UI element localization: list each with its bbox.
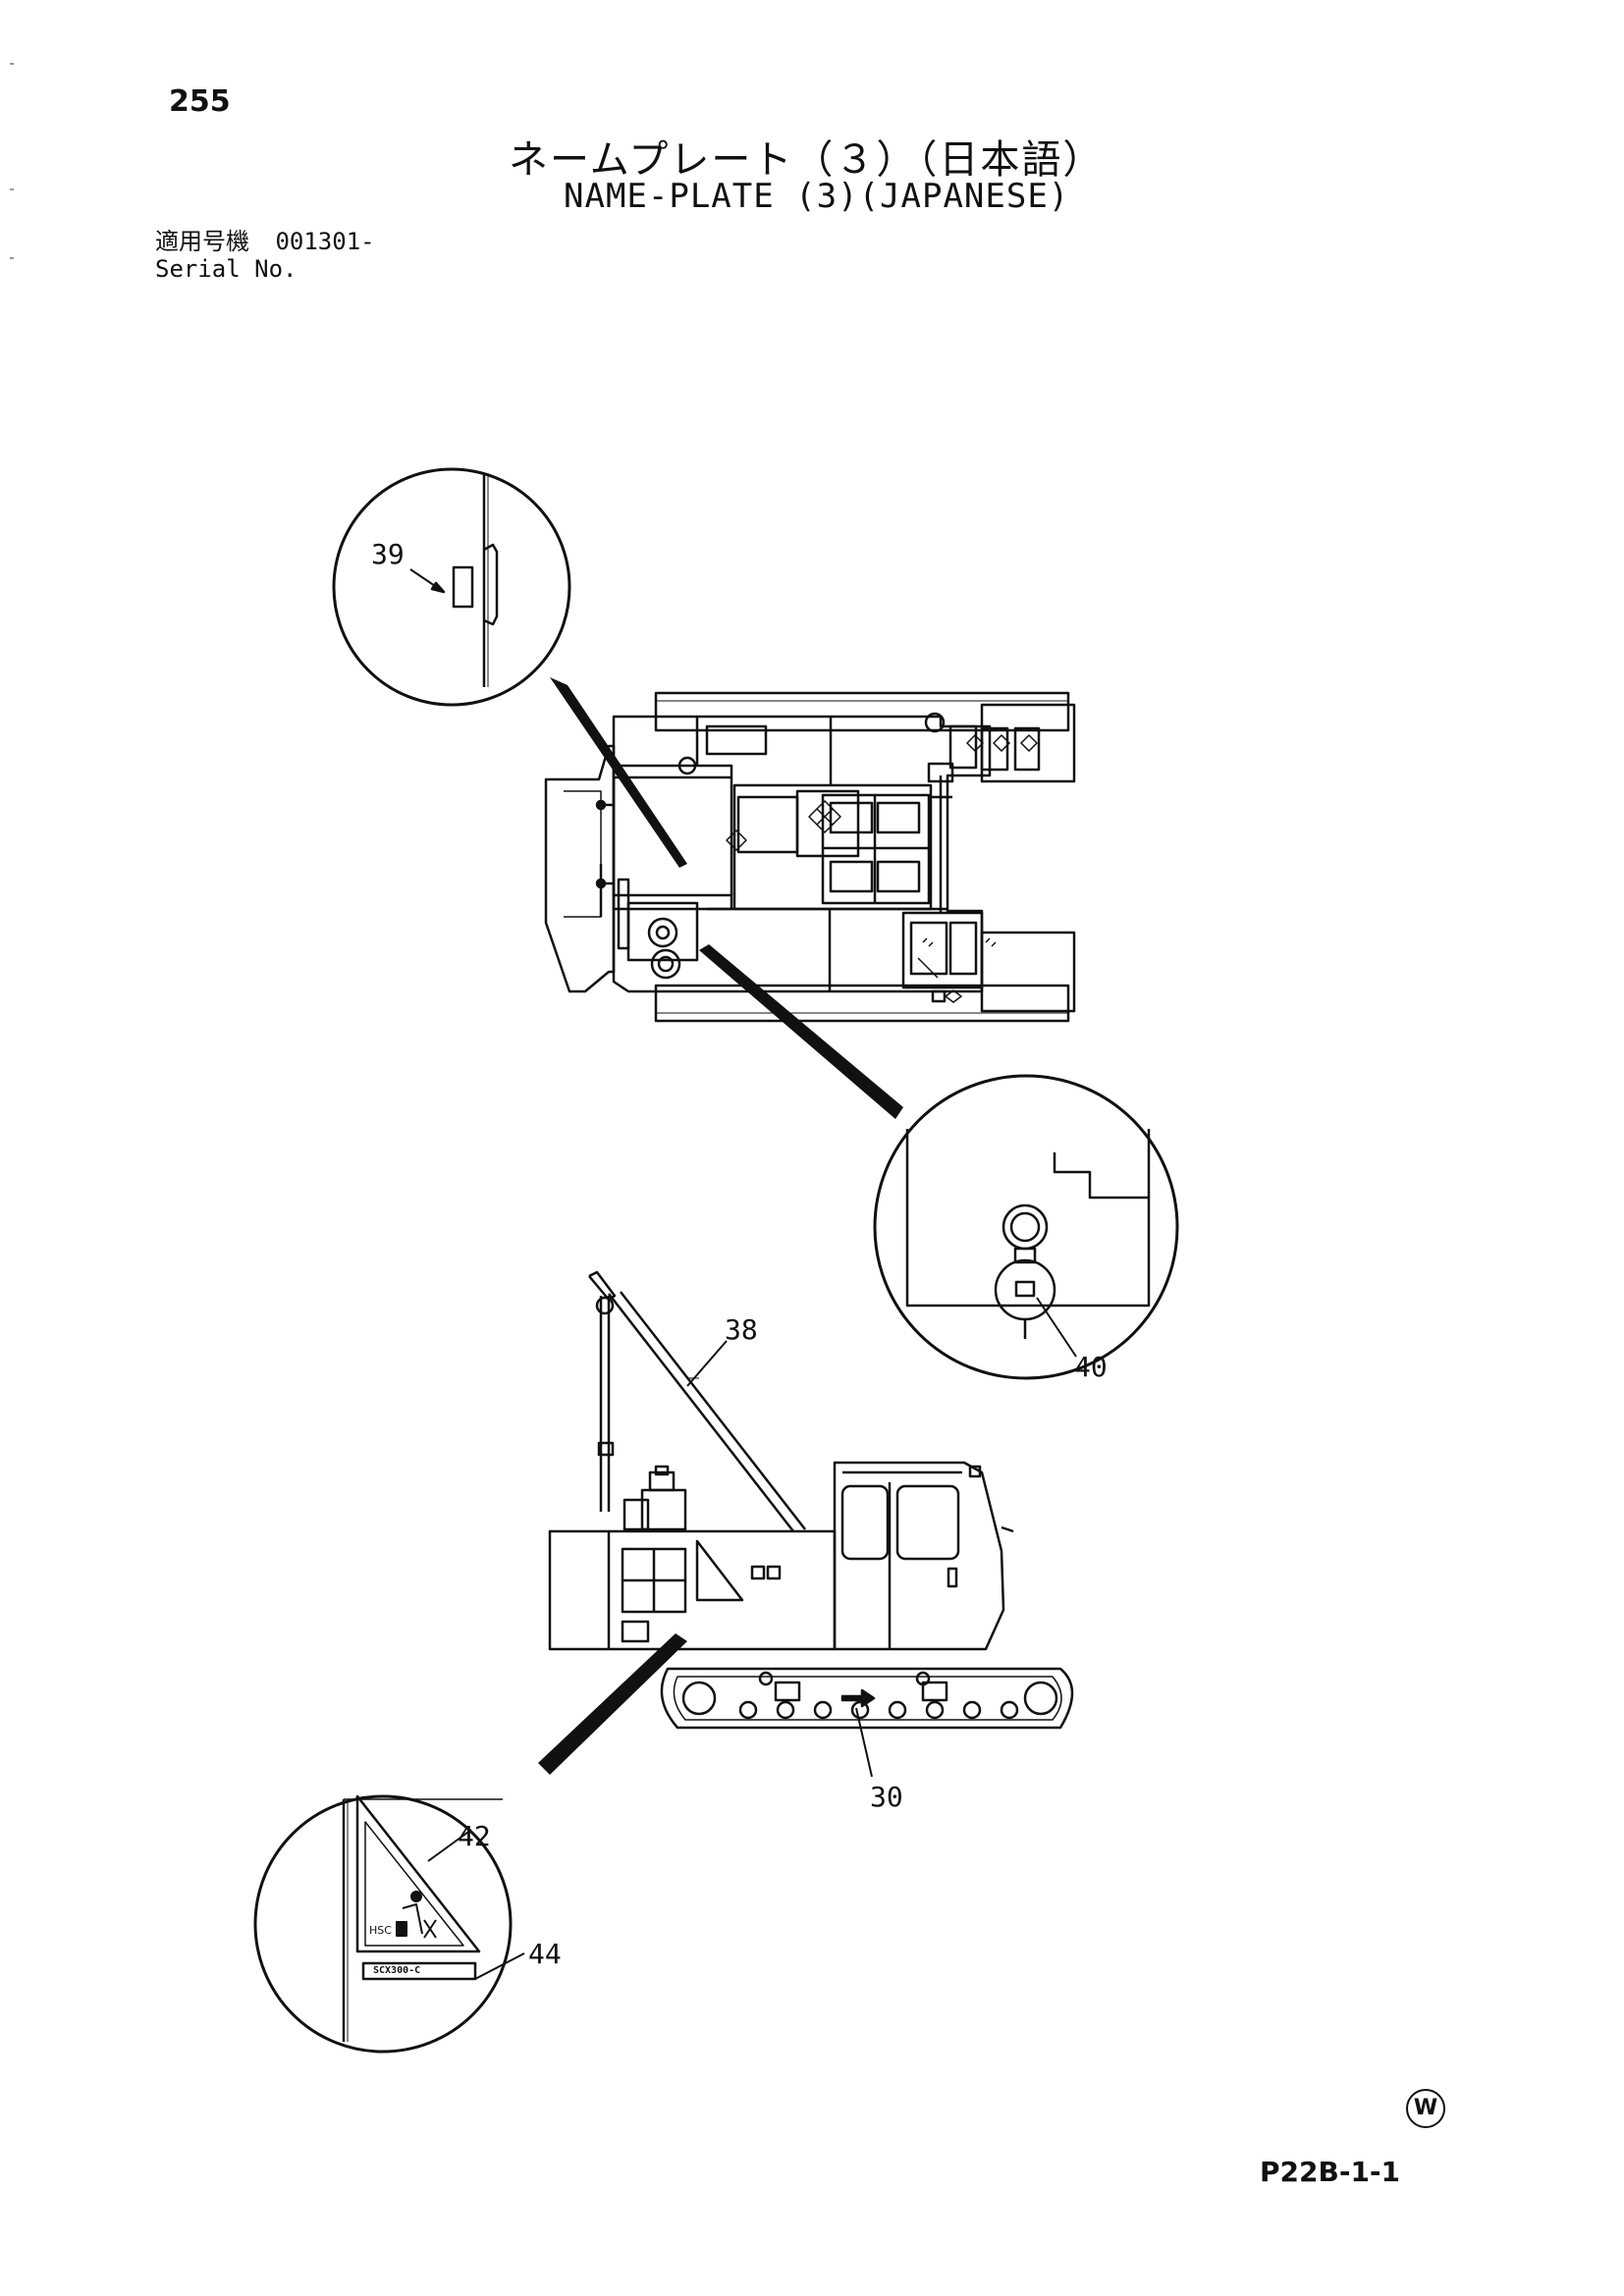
page-title-japanese: ネームプレート（３）（日本語） bbox=[509, 137, 1105, 183]
page-number: 255 bbox=[169, 84, 231, 119]
callout-38: 38 bbox=[725, 1313, 758, 1346]
plate-hsc-text: HSC bbox=[369, 1924, 392, 1937]
callout-30: 30 bbox=[870, 1781, 903, 1813]
callout-39: 39 bbox=[371, 538, 405, 570]
serial-label-en: Serial No. bbox=[155, 255, 298, 283]
callout-44: 44 bbox=[528, 1938, 562, 1970]
detail-circle-39 bbox=[332, 467, 571, 707]
margin-tick bbox=[10, 257, 14, 259]
page-code: P22B-1-1 bbox=[1260, 2156, 1401, 2188]
margin-tick bbox=[10, 63, 14, 65]
callout-42: 42 bbox=[458, 1820, 491, 1852]
leader-38 bbox=[686, 1340, 728, 1387]
serial-number: 001301- bbox=[275, 228, 375, 255]
leader-wedge-42 bbox=[538, 1633, 687, 1775]
leader-wedge-39 bbox=[550, 677, 687, 868]
serial-label-jp: 適用号機 bbox=[155, 228, 249, 255]
serial-number-block: 適用号機 001301- Serial No. bbox=[155, 228, 387, 283]
leader-wedge-40 bbox=[699, 944, 903, 1119]
serial-row-jp: 適用号機 001301- bbox=[155, 228, 387, 255]
machine-top-view bbox=[544, 691, 1076, 1023]
model-plate-text: SCX300-C bbox=[373, 1965, 421, 1976]
machine-side-view bbox=[548, 1270, 1074, 1730]
manufacturer-mark: W bbox=[1406, 2089, 1445, 2128]
margin-tick bbox=[10, 188, 14, 190]
detail-circle-42-44 bbox=[253, 1794, 525, 2054]
callout-40: 40 bbox=[1074, 1351, 1108, 1383]
page-title-english: NAME-PLATE (3)(JAPANESE) bbox=[564, 177, 1070, 216]
leader-30 bbox=[855, 1707, 873, 1778]
detail-circle-40 bbox=[873, 1074, 1179, 1380]
